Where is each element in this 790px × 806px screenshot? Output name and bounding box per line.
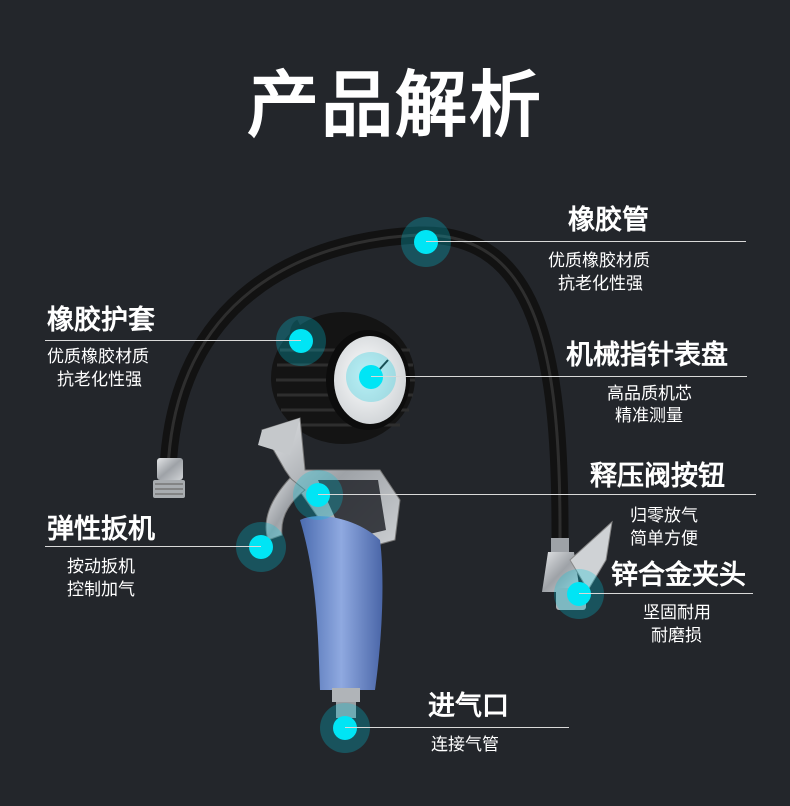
callout-release-desc-2: 简单方便 [630,529,698,549]
leader-line-trigger [45,546,261,547]
hose-end-fitting [153,458,185,498]
hotspot-inlet[interactable] [320,703,370,753]
callout-gauge-label: 机械指针表盘 [566,340,728,371]
leader-line-inlet [345,727,569,728]
callout-release-label: 释压阀按钮 [590,461,725,492]
page-title: 产品解析 [246,63,543,147]
leader-line-gauge [371,376,747,377]
callout-gauge-desc-2: 精准测量 [615,406,683,426]
callout-chuck-desc-1: 坚固耐用 [643,603,711,623]
leader-line-sleeve [45,340,301,341]
elastic-trigger [265,477,306,541]
leader-line-chuck [579,593,753,594]
callout-hose-label: 橡胶管 [568,205,649,236]
callout-gauge-desc-1: 高品质机芯 [607,384,692,404]
hotspot-gauge[interactable] [346,352,396,402]
callout-trigger-label: 弹性扳机 [47,514,155,545]
callout-chuck-label: 锌合金夹头 [611,560,746,591]
callout-trigger-desc-2: 控制加气 [67,580,135,600]
callout-trigger-desc-1: 按动扳机 [67,557,135,577]
callout-inlet-label: 进气口 [428,691,509,722]
blue-grip [300,516,383,690]
callout-sleeve-label: 橡胶护套 [47,305,155,336]
inflator-metal-body [258,417,401,556]
leader-line-hose [426,241,746,242]
callout-hose-desc-1: 优质橡胶材质 [548,251,650,271]
callout-release-desc-1: 归零放气 [630,506,698,526]
callout-inlet-desc-1: 连接气管 [431,735,499,755]
hotspot-chuck[interactable] [554,569,604,619]
callout-sleeve-desc-2: 抗老化性强 [57,370,142,390]
hotspot-hose[interactable] [401,217,451,267]
callout-sleeve-desc-1: 优质橡胶材质 [47,347,149,367]
air-inlet-fitting [332,688,360,718]
callout-hose-desc-2: 抗老化性强 [558,274,643,294]
leader-line-release [318,494,756,495]
hotspot-sleeve[interactable] [276,316,326,366]
callout-chuck-desc-2: 耐磨损 [651,626,702,646]
hotspot-release[interactable] [293,470,343,520]
hotspot-trigger[interactable] [236,522,286,572]
